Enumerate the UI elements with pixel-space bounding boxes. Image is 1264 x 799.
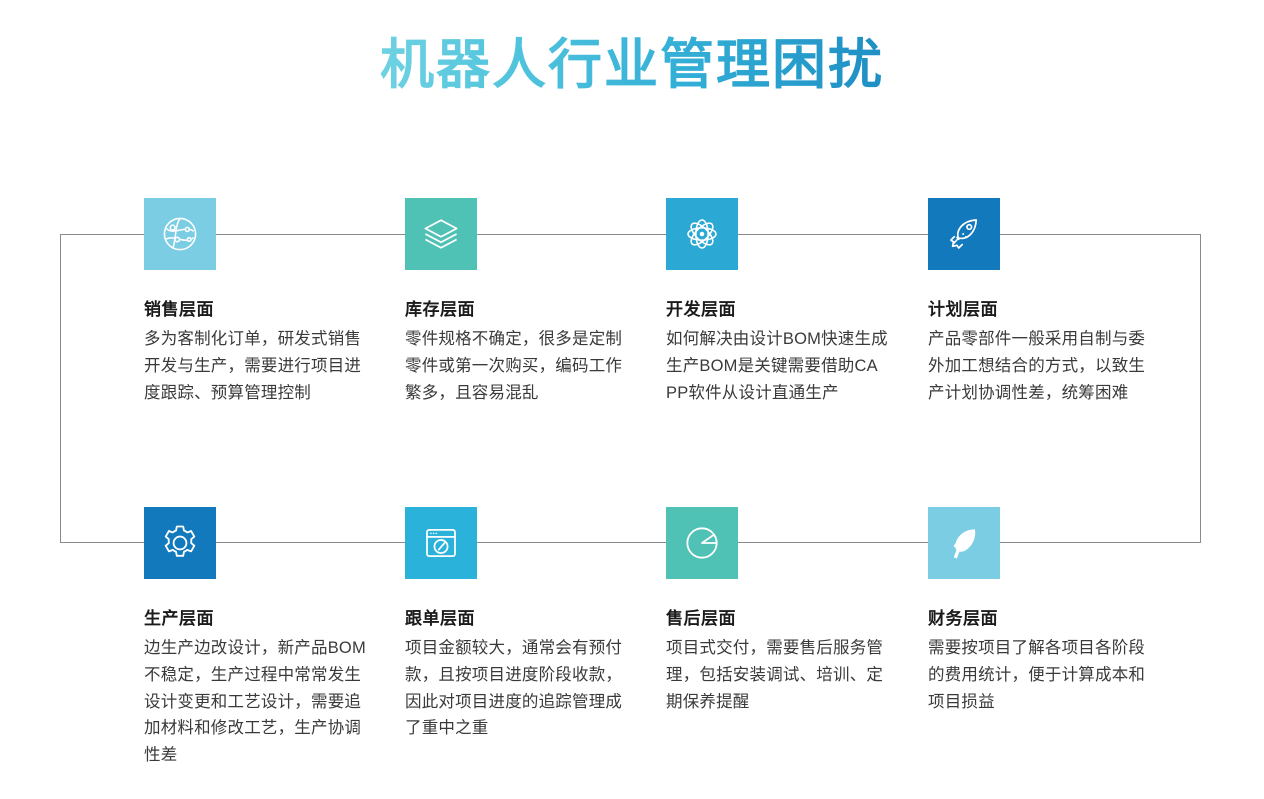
card-production: 生产层面 边生产边改设计，新产品BOM不稳定，生产过程中常常发生设计变更和工艺设… bbox=[144, 507, 394, 769]
feather-icon bbox=[928, 507, 1000, 579]
connector-bottom-seg-4 bbox=[738, 542, 928, 543]
atom-icon bbox=[666, 198, 738, 270]
pie-chart-icon bbox=[666, 507, 738, 579]
connector-top-seg-3 bbox=[477, 234, 666, 235]
card-title: 库存层面 bbox=[405, 300, 475, 319]
connector-bottom-seg-1 bbox=[60, 542, 144, 543]
card-title: 计划层面 bbox=[928, 300, 998, 319]
card-finance: 财务层面 需要按项目了解各项目各阶段的费用统计，便于计算成本和项目损益 bbox=[928, 507, 1178, 715]
card-title: 跟单层面 bbox=[405, 609, 475, 628]
connector-right-vertical bbox=[1200, 234, 1201, 543]
connector-top-seg-5 bbox=[1000, 234, 1200, 235]
page-title-wrap: 机器人行业管理困扰 bbox=[0, 34, 1264, 96]
card-body: 多为客制化订单，研发式销售开发与生产，需要进行项目进度跟踪、预算管理控制 bbox=[144, 330, 362, 402]
card-body: 零件规格不确定，很多是定制零件或第一次购买，编码工作繁多，且容易混乱 bbox=[405, 330, 623, 402]
card-body: 如何解决由设计BOM快速生成生产BOM是关键需要借助CAPP软件从设计直通生产 bbox=[666, 330, 888, 402]
connector-bottom-seg-2 bbox=[216, 542, 405, 543]
card-planning: 计划层面 产品零部件一般采用自制与委外加工想结合的方式，以致生产计划协调性差，统… bbox=[928, 198, 1178, 406]
card-after-sales: 售后层面 项目式交付，需要售后服务管理，包括安装调试、培训、定期保养提醒 bbox=[666, 507, 916, 715]
connector-top-seg-1 bbox=[60, 234, 144, 235]
page-title: 机器人行业管理困扰 bbox=[380, 35, 884, 95]
card-body: 项目金额较大，通常会有预付款，且按项目进度阶段收款，因此对项目进度的追踪管理成了… bbox=[405, 639, 623, 738]
connector-bottom-seg-3 bbox=[477, 542, 666, 543]
card-body: 项目式交付，需要售后服务管理，包括安装调试、培训、定期保养提醒 bbox=[666, 639, 884, 711]
card-development: 开发层面 如何解决由设计BOM快速生成生产BOM是关键需要借助CAPP软件从设计… bbox=[666, 198, 916, 406]
connector-frame bbox=[60, 234, 1201, 543]
card-sales: 销售层面 多为客制化订单，研发式销售开发与生产，需要进行项目进度跟踪、预算管理控… bbox=[144, 198, 394, 406]
card-title: 生产层面 bbox=[144, 609, 214, 628]
card-title: 财务层面 bbox=[928, 609, 998, 628]
globe-network-icon bbox=[144, 198, 216, 270]
card-title: 售后层面 bbox=[666, 609, 736, 628]
card-title: 开发层面 bbox=[666, 300, 736, 319]
card-body: 需要按项目了解各项目各阶段的费用统计，便于计算成本和项目损益 bbox=[928, 639, 1146, 711]
card-order-tracking: 跟单层面 项目金额较大，通常会有预付款，且按项目进度阶段收款，因此对项目进度的追… bbox=[405, 507, 655, 742]
card-body: 边生产边改设计，新产品BOM不稳定，生产过程中常常发生设计变更和工艺设计，需要追… bbox=[144, 639, 366, 764]
card-title: 销售层面 bbox=[144, 300, 214, 319]
connector-bottom-seg-5 bbox=[1000, 542, 1200, 543]
card-body: 产品零部件一般采用自制与委外加工想结合的方式，以致生产计划协调性差，统筹困难 bbox=[928, 330, 1146, 402]
browser-compass-icon bbox=[405, 507, 477, 579]
connector-left-vertical bbox=[60, 234, 61, 543]
card-inventory: 库存层面 零件规格不确定，很多是定制零件或第一次购买，编码工作繁多，且容易混乱 bbox=[405, 198, 655, 406]
layers-stack-icon bbox=[405, 198, 477, 270]
connector-top-seg-2 bbox=[216, 234, 405, 235]
rocket-icon bbox=[928, 198, 1000, 270]
gear-icon bbox=[144, 507, 216, 579]
connector-top-seg-4 bbox=[738, 234, 928, 235]
